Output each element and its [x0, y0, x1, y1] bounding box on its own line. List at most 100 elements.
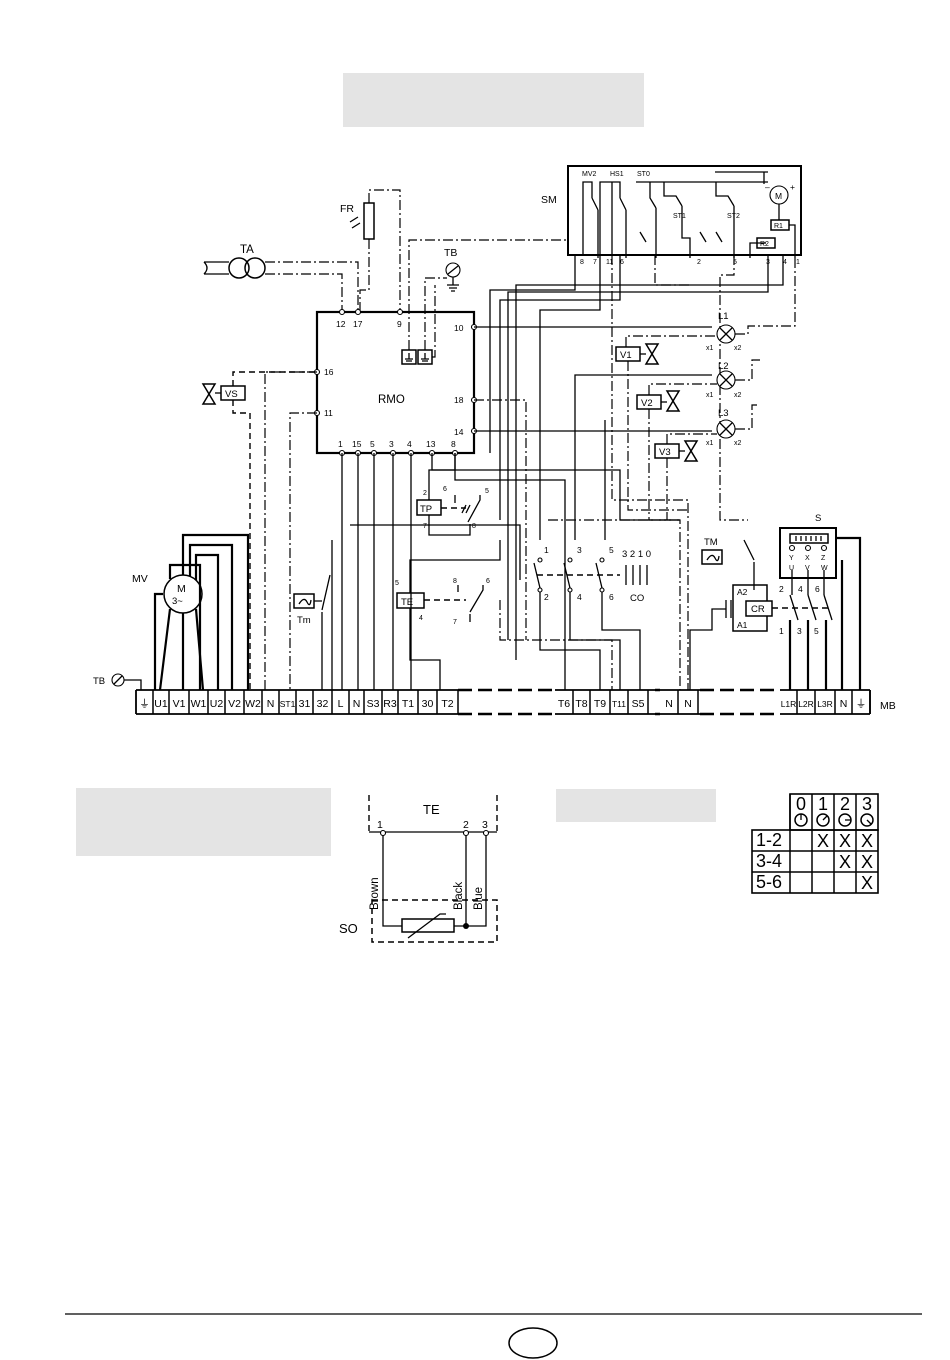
svg-text:V1: V1 — [620, 350, 632, 361]
terminal-29: ⏚ — [856, 698, 867, 710]
svg-text:x1: x1 — [706, 440, 714, 447]
terminal-24: N — [684, 698, 692, 710]
position-2: 2 — [840, 794, 850, 814]
photocell-fr: FR — [340, 189, 401, 312]
svg-text:7: 7 — [453, 619, 457, 626]
svg-text:TE: TE — [423, 802, 440, 817]
terminal-23: N — [665, 698, 673, 710]
position-1: 1 — [818, 794, 828, 814]
svg-text:6: 6 — [486, 578, 490, 585]
svg-text:3: 3 — [577, 545, 582, 555]
svg-text:8: 8 — [580, 259, 584, 266]
svg-text:3: 3 — [482, 819, 488, 831]
svg-text:ST0: ST0 — [637, 171, 650, 178]
pressure-switch-tp: TP 2 7 6 5 8 — [416, 453, 489, 536]
lamp-l2: L2 x1 x2 — [706, 359, 760, 399]
svg-text:15: 15 — [352, 439, 362, 449]
svg-text:1: 1 — [377, 819, 383, 831]
svg-text:TP: TP — [420, 504, 432, 515]
svg-text:7: 7 — [593, 259, 597, 266]
earth-tb-top: TB — [444, 247, 461, 292]
thermal-relay-tm: TM — [701, 537, 755, 590]
lamp-l1: L1 x1 x2 — [706, 255, 796, 352]
contact-closed-mark: X — [839, 852, 851, 872]
svg-text:M: M — [177, 583, 186, 595]
page-number-badge — [508, 1327, 558, 1359]
svg-text:3: 3 — [797, 626, 802, 636]
svg-text:R1: R1 — [774, 223, 783, 230]
svg-text:8: 8 — [453, 578, 457, 585]
position-3: 3 — [862, 794, 872, 814]
commutator-co: 1 3 5 2 4 6 3 2 1 0 CO — [533, 545, 651, 690]
svg-text:4: 4 — [783, 259, 787, 266]
svg-text:x2: x2 — [734, 345, 742, 352]
svg-text:3~: 3~ — [172, 596, 183, 607]
svg-text:x2: x2 — [734, 392, 742, 399]
terminal-20: T9 — [594, 698, 606, 710]
earth-tb-left: TB — [93, 673, 142, 690]
terminal-9: 31 — [299, 698, 311, 710]
svg-text:FR: FR — [340, 203, 354, 215]
svg-text:4: 4 — [577, 592, 582, 602]
servomotor-sm: SM MV2 HS1 ST0 ST1 ST2 M – + R1 R2 8 7 1… — [541, 165, 802, 266]
contact-closed-mark: X — [839, 831, 851, 851]
terminal-16: 30 — [422, 698, 434, 710]
svg-text:MV: MV — [132, 573, 148, 585]
svg-text:ST2: ST2 — [727, 213, 740, 220]
svg-text:6: 6 — [609, 592, 614, 602]
svg-text:Black: Black — [453, 882, 465, 910]
svg-text:MB: MB — [880, 700, 896, 712]
probe-diagram: TE 1 2 3 Brown Black Blue SO — [339, 795, 498, 943]
svg-text:W: W — [821, 565, 828, 572]
svg-text:Tm: Tm — [297, 615, 311, 626]
svg-text:6: 6 — [620, 259, 624, 266]
svg-text:9: 9 — [397, 319, 402, 329]
svg-text:10: 10 — [454, 323, 464, 333]
terminal-26: L2R — [798, 699, 814, 709]
svg-text:TA: TA — [240, 244, 254, 256]
svg-text:MV2: MV2 — [582, 171, 597, 178]
svg-text:5: 5 — [485, 488, 489, 495]
terminal-17: T2 — [441, 698, 453, 710]
svg-text:2: 2 — [697, 259, 701, 266]
position-dial-icon — [860, 813, 874, 827]
terminal-18: T6 — [558, 698, 570, 710]
terminal-27: L3R — [817, 699, 833, 709]
valve-vs: VS — [201, 371, 317, 690]
terminal-4: U2 — [210, 698, 224, 710]
terminal-11: L — [338, 698, 344, 710]
terminal-6: W2 — [245, 698, 261, 710]
contact-closed-mark: X — [861, 873, 873, 893]
terminal-25: L1R — [781, 699, 797, 709]
svg-text:5: 5 — [733, 259, 737, 266]
svg-text:Z: Z — [821, 555, 826, 562]
title-placeholder — [343, 73, 644, 127]
svg-text:A2: A2 — [737, 587, 748, 597]
terminal-15: T1 — [402, 698, 414, 710]
svg-text:18: 18 — [454, 395, 464, 405]
svg-text:V: V — [805, 565, 810, 572]
svg-text:L2: L2 — [718, 361, 729, 372]
svg-text:TB: TB — [93, 676, 105, 687]
legend-placeholder — [76, 788, 331, 856]
svg-text:4: 4 — [798, 584, 803, 594]
terminal-14: R3 — [383, 698, 397, 710]
svg-text:L1: L1 — [718, 311, 729, 322]
svg-text:HS1: HS1 — [610, 171, 624, 178]
svg-text:6: 6 — [443, 486, 447, 493]
svg-text:TB: TB — [444, 247, 457, 259]
terminal-8: ST1 — [280, 699, 296, 709]
svg-text:V3: V3 — [659, 447, 671, 458]
svg-text:3: 3 — [389, 439, 394, 449]
svg-text:3 2 1 0: 3 2 1 0 — [622, 549, 651, 560]
svg-text:11: 11 — [606, 259, 613, 266]
svg-text:RMO: RMO — [378, 394, 405, 406]
fan-motor-mv: MV M 3~ — [132, 533, 250, 691]
svg-text:17: 17 — [353, 319, 363, 329]
svg-text:1: 1 — [338, 439, 343, 449]
contact-closed-mark: X — [817, 831, 829, 851]
svg-text:13: 13 — [426, 439, 436, 449]
terminal-2: V1 — [173, 698, 186, 710]
